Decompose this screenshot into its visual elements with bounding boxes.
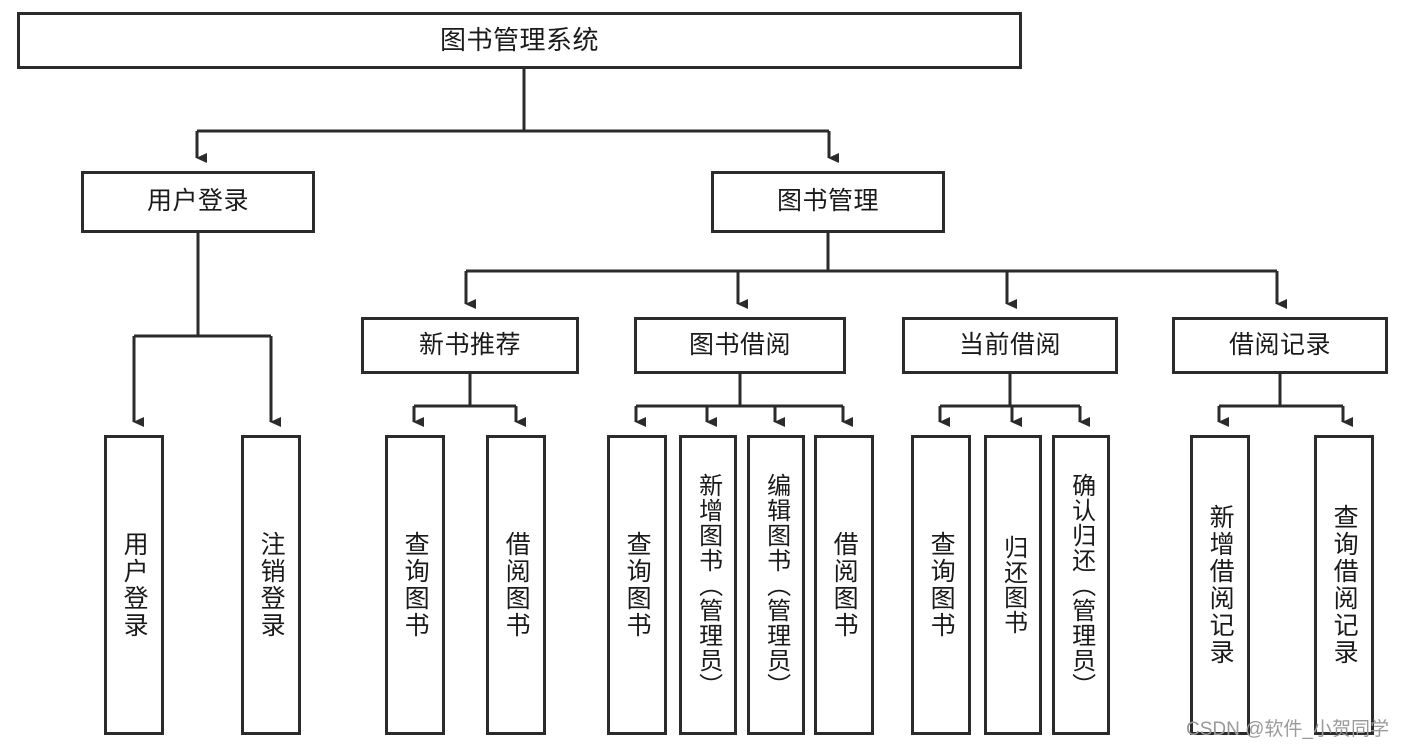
node-user-login-label: 用户登录 (146, 187, 249, 216)
node-new-book-recommend[interactable]: 新书推荐 (361, 317, 579, 374)
node-leaf-query-record-label: 查询借阅记录 (1330, 504, 1359, 666)
node-leaf-query-book-3[interactable]: 查询图书 (911, 435, 971, 735)
node-leaf-add-book-label: 新增图书（管理员） (694, 472, 722, 698)
node-leaf-query-record[interactable]: 查询借阅记录 (1314, 435, 1374, 735)
node-leaf-return-book[interactable]: 归还图书 (984, 435, 1042, 735)
node-current-borrow[interactable]: 当前借阅 (902, 317, 1118, 374)
node-leaf-user-login[interactable]: 用户登录 (104, 435, 164, 735)
node-user-login[interactable]: 用户登录 (81, 171, 315, 233)
node-book-manage-label: 图书管理 (776, 187, 879, 216)
node-current-borrow-label: 当前借阅 (958, 330, 1061, 359)
node-new-book-recommend-label: 新书推荐 (418, 330, 521, 359)
node-leaf-query-book-3-label: 查询图书 (927, 531, 956, 639)
node-leaf-add-book[interactable]: 新增图书（管理员） (679, 435, 737, 735)
edge-current-borrow-bus (938, 374, 1090, 427)
node-leaf-borrow-book-1[interactable]: 借阅图书 (486, 435, 546, 735)
node-leaf-query-book-2-label: 查询图书 (623, 531, 652, 639)
node-book-borrow-label: 图书借阅 (688, 330, 791, 359)
edge-borrow-record-bus (1217, 374, 1353, 427)
node-leaf-edit-book-label: 编辑图书（管理员） (762, 472, 790, 698)
node-leaf-borrow-book-1-label: 借阅图书 (502, 531, 531, 639)
node-leaf-return-book-label: 归还图书 (999, 535, 1027, 635)
node-leaf-logout-label: 注销登录 (257, 531, 286, 639)
node-book-manage[interactable]: 图书管理 (711, 171, 945, 233)
node-book-borrow[interactable]: 图书借阅 (634, 317, 846, 374)
node-leaf-query-book-1-label: 查询图书 (401, 531, 430, 639)
edge-new-book-bus (412, 374, 526, 427)
node-borrow-record-label: 借阅记录 (1228, 330, 1331, 359)
node-leaf-query-book-1[interactable]: 查询图书 (385, 435, 445, 735)
node-root[interactable]: 图书管理系统 (17, 12, 1022, 69)
edge-user-login-bus (132, 233, 281, 427)
node-leaf-borrow-book-2[interactable]: 借阅图书 (814, 435, 874, 735)
node-borrow-record[interactable]: 借阅记录 (1172, 317, 1388, 374)
node-leaf-query-book-2[interactable]: 查询图书 (607, 435, 667, 735)
edge-root-bus (195, 69, 839, 163)
node-leaf-borrow-book-2-label: 借阅图书 (830, 531, 859, 639)
node-leaf-add-record-label: 新增借阅记录 (1206, 504, 1235, 666)
edge-book-borrow-bus (634, 374, 853, 427)
node-leaf-add-record[interactable]: 新增借阅记录 (1190, 435, 1250, 735)
node-leaf-edit-book[interactable]: 编辑图书（管理员） (747, 435, 805, 735)
node-leaf-user-login-label: 用户登录 (120, 531, 149, 639)
node-leaf-logout[interactable]: 注销登录 (241, 435, 301, 735)
node-root-label: 图书管理系统 (439, 25, 599, 56)
node-leaf-confirm-return[interactable]: 确认归还（管理员） (1052, 435, 1110, 735)
node-leaf-confirm-return-label: 确认归还（管理员） (1067, 472, 1095, 698)
edge-book-manage-bus (464, 233, 1287, 309)
